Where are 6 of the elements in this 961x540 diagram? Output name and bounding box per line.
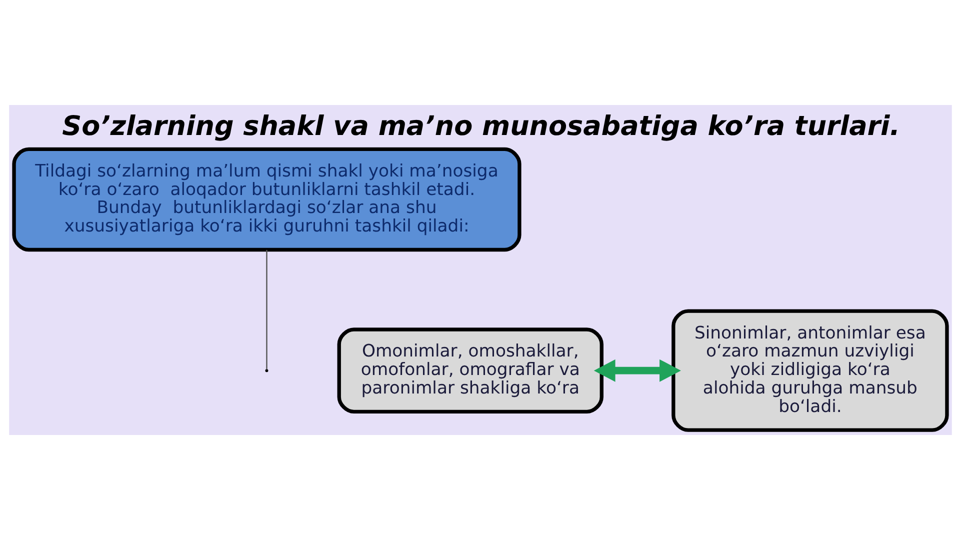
connector — [266, 250, 268, 370]
node-box: Tildagi so‘zlarning ma’lum qismi shakl yoki ma’nosiga ko‘ra o‘zaro aloqador butunliklarni tashkil etadi. Bunday butunliklardagi so‘zlar ana shu xususiyatlariga ko‘ra ikki guruhni tashkil qiladi: — [12, 147, 522, 252]
node-box: Sinonimlar, antonimlar esa o‘zaro mazmun uzviyligi yoki zidligiga ko‘ra alohida guruhga mansub bo‘ladi. — [672, 309, 949, 432]
arrow — [594, 359, 681, 382]
node-box: Omonimlar, omoshakllar, omofonlar, omograflar va paronimlar shakliga ko‘ra — [337, 328, 604, 414]
diagram-title: So’zlarning shakl va ma’no munosabatiga ko’ra turlari. — [62, 111, 900, 142]
